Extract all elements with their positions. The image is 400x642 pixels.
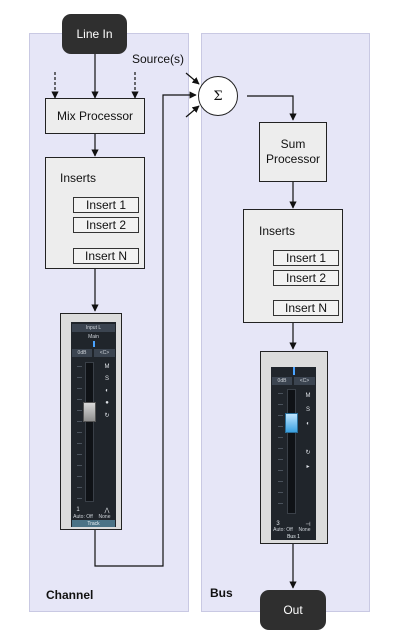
channel-fader-handle[interactable]: [83, 402, 96, 422]
mix-processor-box: Mix Processor: [45, 98, 145, 134]
solo-button[interactable]: S: [104, 376, 109, 382]
channel-strip-group: None: [98, 514, 111, 520]
channel-fader-track: [85, 362, 94, 502]
meter-tick: [278, 503, 283, 504]
channel-inserts-title: Inserts: [60, 171, 97, 185]
meter-tick: [278, 426, 283, 427]
bus-mute-button[interactable]: M: [305, 393, 311, 399]
bus-strip-gain: 0dB: [272, 377, 292, 385]
bus-strip-name: Bus 1: [287, 533, 300, 540]
channel-strip-frame: Input L Main 0dB <C> M S ◐ ● ↻ 1 ⋀ Auto:…: [60, 313, 122, 530]
sum-node: Σ: [198, 76, 238, 116]
bus-monitor-icon[interactable]: ◐: [306, 421, 310, 427]
bus-insert-n: Insert N: [273, 300, 339, 316]
channel-strip-kind: Track: [72, 520, 115, 527]
meter-tick: [77, 465, 82, 466]
bus-strip-frame: 0dB <C> M S ◐ ↻ ▸ 3 ⊣ Auto: Off None Bus…: [260, 351, 328, 544]
channel-strip-pan-indicator: [93, 341, 95, 347]
meter-tick: [278, 404, 283, 405]
meter-tick: [77, 476, 82, 477]
meter-tick: [278, 448, 283, 449]
bus-strip-pan: <C>: [294, 377, 315, 385]
bus-routing-icon: ⊣: [305, 521, 311, 528]
meter-tick: [278, 492, 283, 493]
bus-strip: 0dB <C> M S ◐ ↻ ▸ 3 ⊣ Auto: Off None Bus…: [271, 367, 316, 540]
meter-tick: [77, 388, 82, 389]
meter-tick: [278, 459, 283, 460]
monitor-icon[interactable]: ◐: [105, 388, 109, 394]
meter-tick: [77, 421, 82, 422]
bus-insert-1: Insert 1: [273, 250, 339, 266]
bus-strip-auto-mode: Auto: Off: [273, 527, 293, 533]
sources-label: Source(s): [132, 52, 185, 66]
bus-panel-label: Bus: [210, 586, 233, 600]
channel-strip-auto-mode: Auto: Off: [73, 514, 93, 520]
meter-tick: [77, 487, 82, 488]
channel-strip: Input L Main 0dB <C> M S ◐ ● ↻ 1 ⋀ Auto:…: [71, 322, 116, 527]
channel-panel-label: Channel: [46, 588, 94, 602]
meter-tick: [278, 437, 283, 438]
meter-tick: [77, 443, 82, 444]
meter-tick: [278, 415, 283, 416]
mute-button[interactable]: M: [104, 364, 110, 370]
bus-automation-icon[interactable]: ↻: [305, 449, 311, 456]
meter-tick: [278, 393, 283, 394]
channel-strip-name: Input L: [72, 324, 115, 332]
bus-strip-pan-indicator: [293, 367, 295, 375]
line-in-node: Line In: [62, 14, 127, 54]
meter-tick: [278, 481, 283, 482]
bus-fader-handle[interactable]: [285, 413, 298, 433]
meter-tick: [77, 498, 82, 499]
channel-insert-n: Insert N: [73, 248, 139, 264]
bus-inserts-title: Inserts: [259, 224, 296, 238]
sum-processor-box: Sum Processor: [259, 122, 327, 182]
bus-strip-number: 3: [276, 521, 280, 527]
bus-fader-track: [287, 389, 296, 514]
record-icon[interactable]: ●: [105, 400, 109, 406]
meter-tick: [77, 377, 82, 378]
automation-icon[interactable]: ↻: [104, 412, 110, 419]
channel-strip-route: Main: [88, 333, 99, 340]
waveform-icon: ⋀: [104, 507, 110, 514]
channel-insert-1: Insert 1: [73, 197, 139, 213]
channel-strip-number: 1: [76, 507, 80, 513]
meter-tick: [77, 366, 82, 367]
meter-tick: [77, 399, 82, 400]
meter-tick: [77, 432, 82, 433]
channel-strip-gain: 0dB: [72, 349, 92, 357]
out-node: Out: [260, 590, 326, 630]
bus-solo-button[interactable]: S: [305, 407, 310, 413]
meter-tick: [278, 470, 283, 471]
meter-tick: [77, 454, 82, 455]
channel-insert-2: Insert 2: [73, 217, 139, 233]
bus-inserts-box: Inserts Insert 1 Insert 2 Insert N: [243, 209, 343, 323]
meter-tick: [77, 410, 82, 411]
channel-inserts-box: Inserts Insert 1 Insert 2 Insert N: [45, 157, 145, 269]
bus-insert-2: Insert 2: [273, 270, 339, 286]
channel-strip-pan: <C>: [94, 349, 115, 357]
bus-expand-icon[interactable]: ▸: [306, 463, 310, 470]
bus-strip-group: None: [298, 527, 311, 533]
